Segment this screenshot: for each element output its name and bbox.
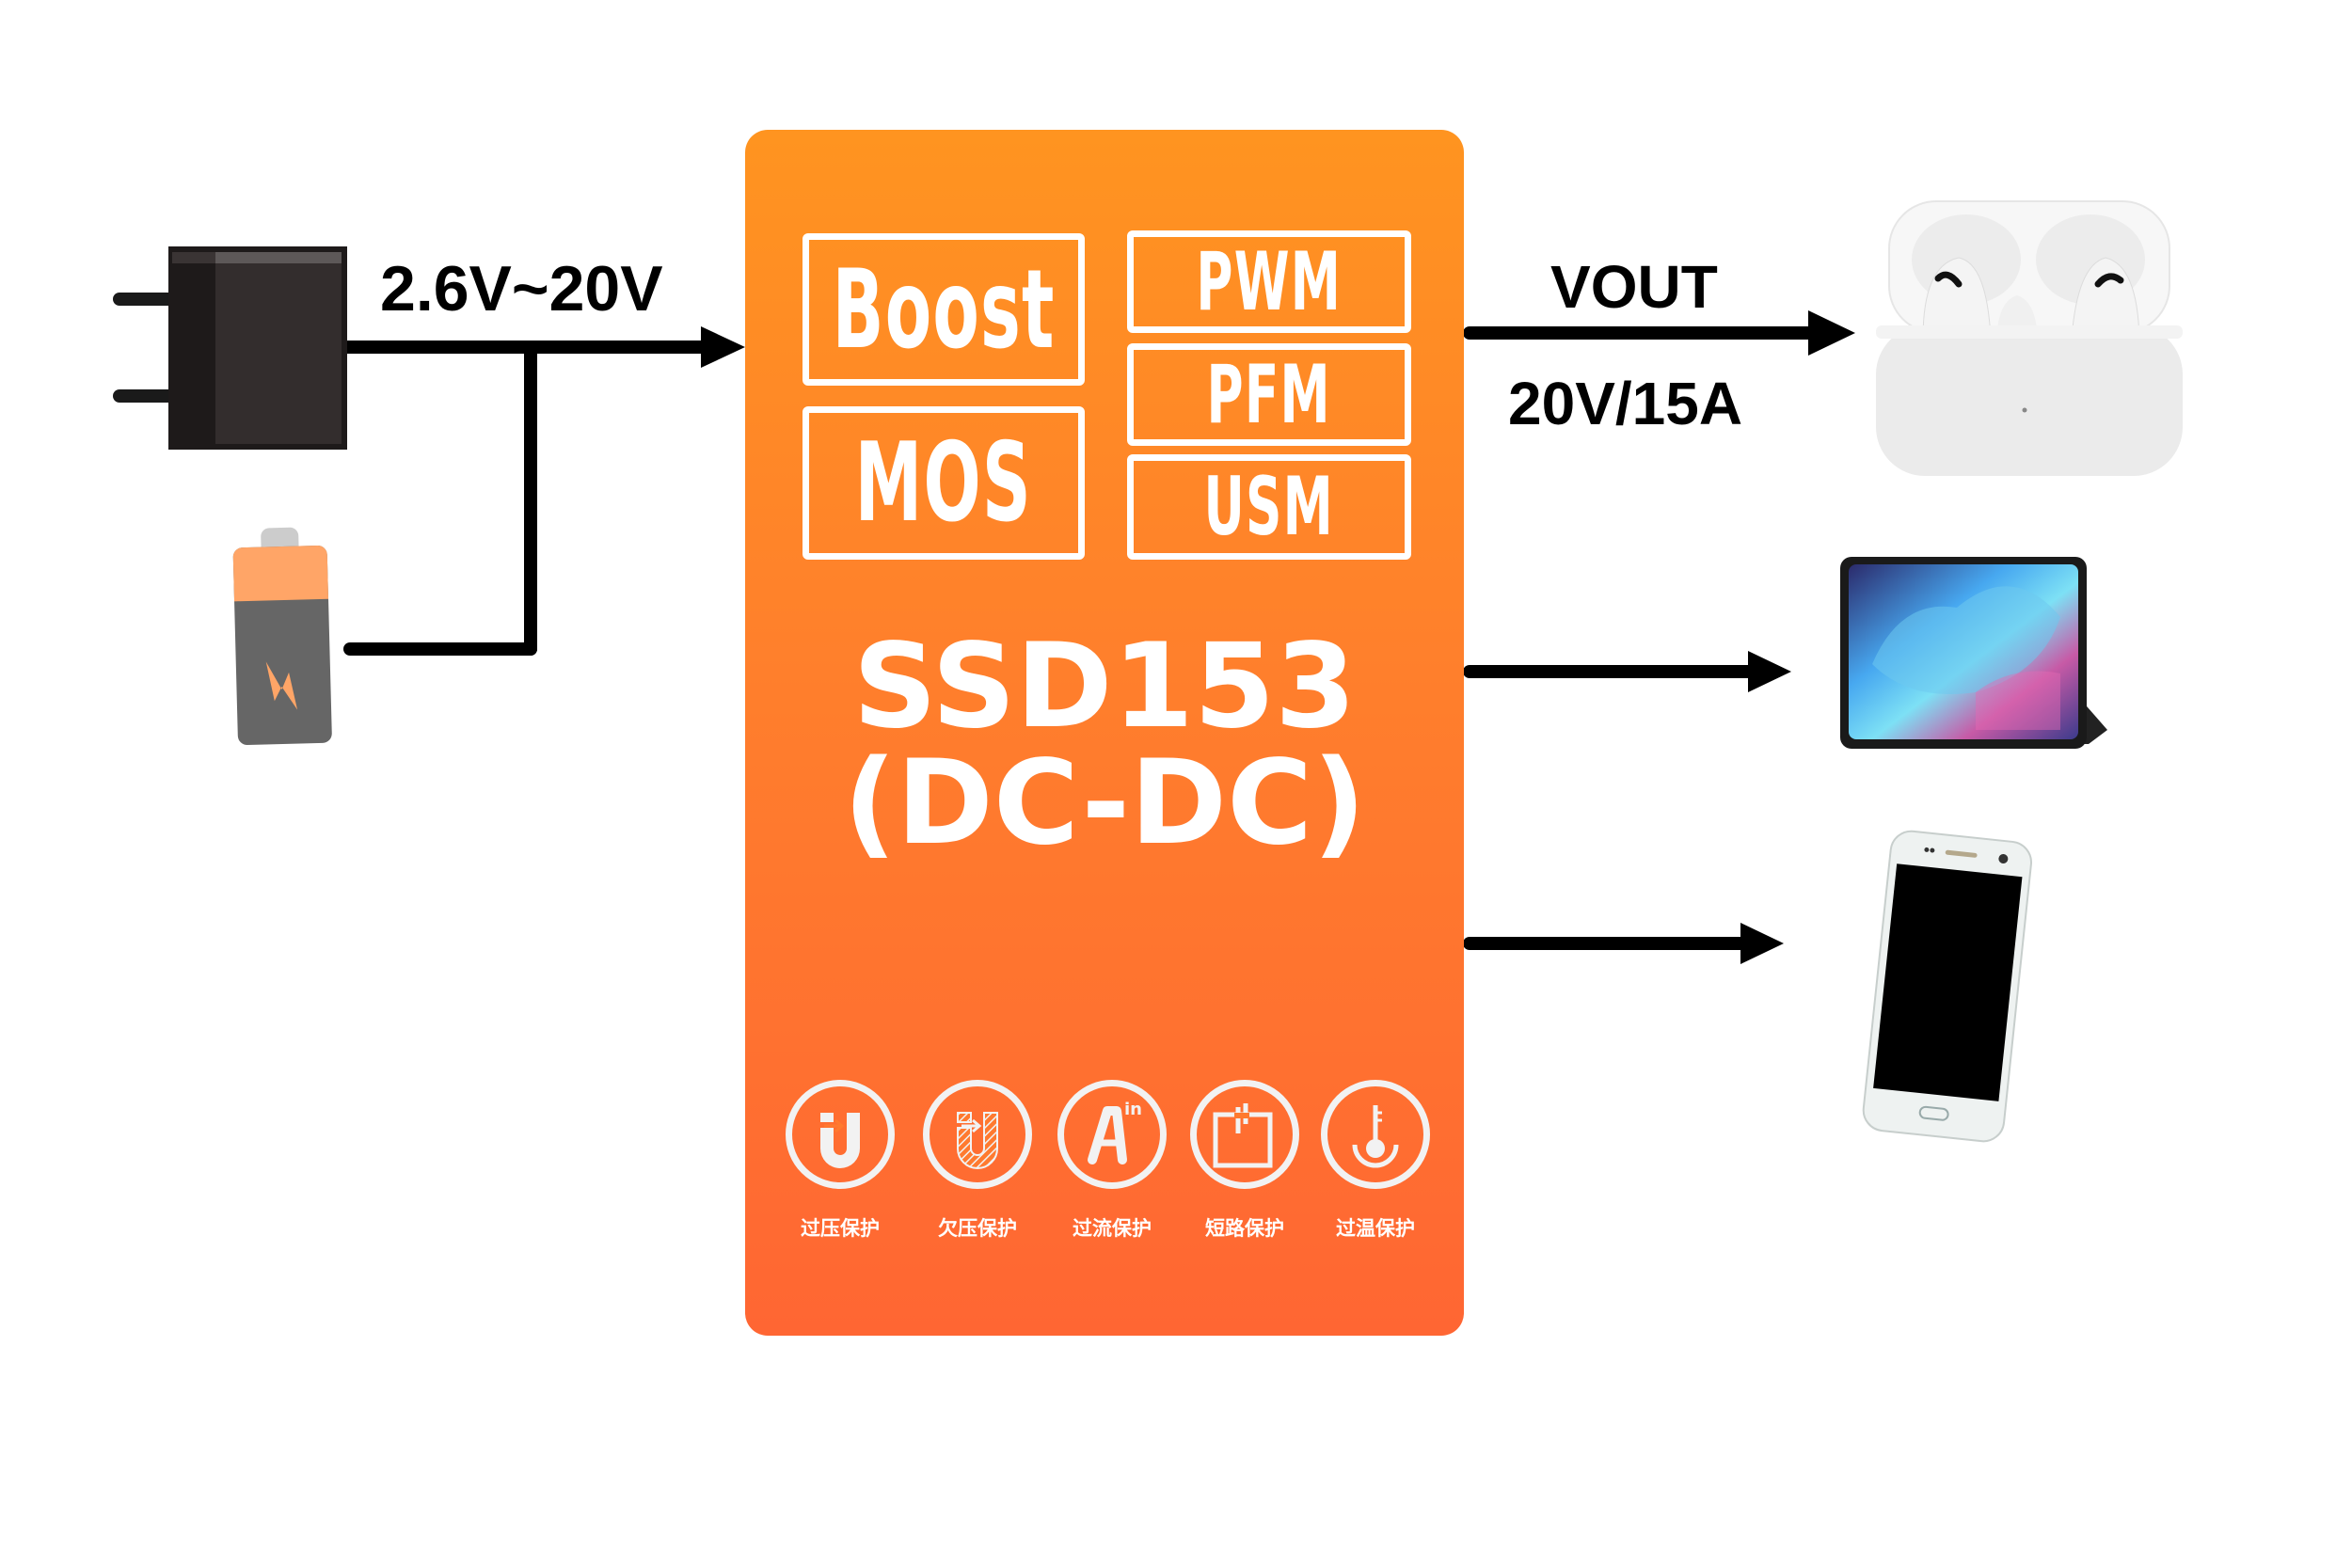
protection-short-circuit: 短路保护 xyxy=(1184,1080,1306,1242)
protection-label: 过流保护 xyxy=(1073,1217,1152,1240)
input-arrowhead xyxy=(701,326,745,368)
output-arrowhead-phone xyxy=(1740,923,1784,964)
feature-label: Boost xyxy=(832,245,1056,373)
output-arrowhead-tablet xyxy=(1748,651,1791,692)
chip-type: (DC-DC) xyxy=(843,736,1366,871)
feature-label: USM xyxy=(1203,460,1335,554)
short-circuit-icon xyxy=(1213,1103,1273,1168)
feature-box-mos: MOS xyxy=(803,406,1085,560)
protection-undervoltage: 欠压保护 xyxy=(916,1080,1039,1242)
protection-label: 短路保护 xyxy=(1205,1217,1284,1240)
output-arrowhead-earbuds xyxy=(1808,310,1855,356)
chip-block: Boost MOS PWM PFM USM SSD153 (DC-DC) 过压保… xyxy=(745,130,1464,1336)
protection-label: 欠压保护 xyxy=(938,1217,1017,1240)
input-voltage-label: 2.6V~20V xyxy=(380,253,663,325)
power-adapter-icon xyxy=(113,246,347,450)
protection-overcurrent: in 过流保护 xyxy=(1051,1080,1173,1242)
protection-label: 过温保护 xyxy=(1336,1217,1415,1240)
tablet-icon xyxy=(1840,557,2107,749)
output-rating: 20V/15A xyxy=(1508,370,1743,437)
smartphone-icon xyxy=(1862,830,2033,1143)
feature-box-boost: Boost xyxy=(803,233,1085,386)
protection-label: 过压保护 xyxy=(801,1217,880,1240)
feature-label: PWM xyxy=(1196,234,1343,329)
feature-label: MOS xyxy=(854,420,1033,546)
protection-overvoltage: 过压保护 xyxy=(779,1080,901,1242)
undervoltage-icon xyxy=(957,1112,998,1169)
feature-box-pfm: PFM xyxy=(1127,343,1411,446)
feature-label: PFM xyxy=(1206,347,1332,442)
protection-overtemperature: 过温保护 xyxy=(1314,1080,1437,1242)
earbuds-icon xyxy=(1876,200,2183,476)
output-label: VOUT xyxy=(1550,253,1718,321)
overvoltage-icon xyxy=(820,1113,860,1168)
svg-text:in: in xyxy=(1124,1100,1142,1119)
feature-box-pwm: PWM xyxy=(1127,230,1411,333)
chip-name: SSD153 xyxy=(852,619,1357,754)
overtemperature-icon xyxy=(1352,1105,1399,1168)
battery-icon xyxy=(232,527,332,746)
feature-box-usm: USM xyxy=(1127,454,1411,560)
overcurrent-icon: in xyxy=(1088,1100,1142,1164)
